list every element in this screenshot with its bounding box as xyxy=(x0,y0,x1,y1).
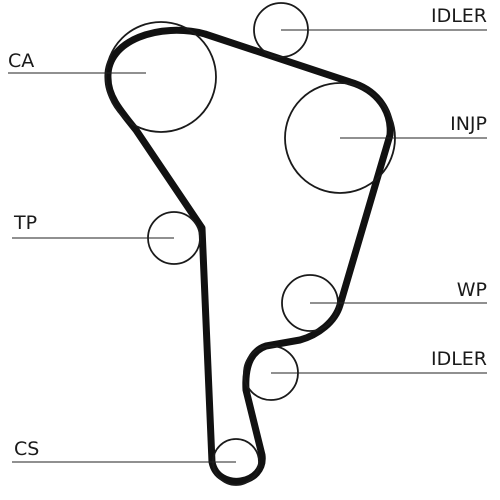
camshaft-pulley xyxy=(105,21,217,133)
ca-label: CA xyxy=(8,50,34,72)
timing-belt xyxy=(104,26,394,485)
cs-label: CS xyxy=(14,438,39,460)
idler-bottom-label: IDLER xyxy=(431,348,487,370)
injp-label: INJP xyxy=(450,113,487,135)
tp-label: TP xyxy=(13,212,37,234)
idler-top-label: IDLER xyxy=(431,5,487,27)
wp-label: WP xyxy=(457,279,487,301)
